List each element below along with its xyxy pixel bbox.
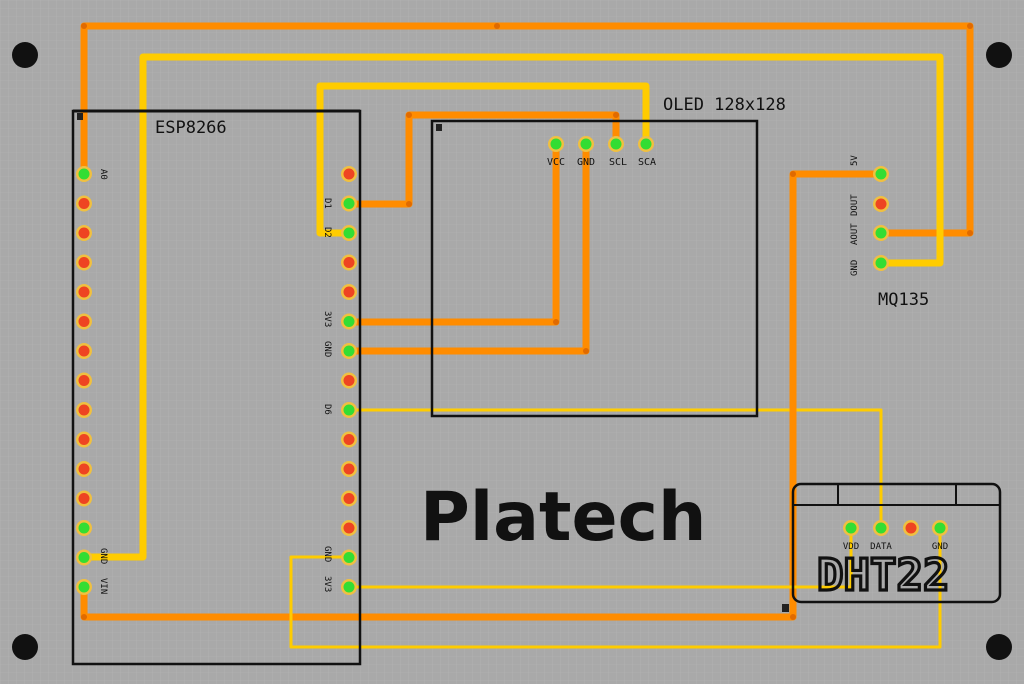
esp8266-right-pad[interactable] <box>341 520 357 536</box>
mounting-hole <box>12 42 38 68</box>
esp8266-right-header <box>341 166 357 595</box>
pin-label-d6: D6 <box>322 404 332 415</box>
trace-3v3-vdd[interactable] <box>347 526 853 589</box>
pin-label-data: DATA <box>870 542 892 552</box>
pin-label-5v: 5V <box>850 155 860 166</box>
oled-header <box>548 136 654 152</box>
pin-label-sca: SCA <box>638 157 656 168</box>
esp8266-left-pad[interactable] <box>76 520 92 536</box>
esp8266-left-pad[interactable] <box>76 549 92 566</box>
pin-label-gnd: GND <box>577 157 595 168</box>
esp8266-right-pad[interactable] <box>341 461 357 477</box>
esp8266-right-pad[interactable] <box>341 195 357 212</box>
mq135-pad[interactable] <box>873 225 889 241</box>
trace-gnd-dht-gnd[interactable] <box>289 526 942 649</box>
esp8266-module[interactable]: ESP8266 A0 GND VIN D1 D2 3V3 GND D6 GND … <box>71 109 362 666</box>
esp8266-left-pad[interactable] <box>76 490 92 507</box>
dht22-header <box>843 520 948 536</box>
esp8266-left-pad[interactable] <box>76 579 92 595</box>
mq135-pad[interactable] <box>873 166 889 182</box>
mounting-hole <box>986 42 1012 68</box>
oled-pad[interactable] <box>608 136 624 152</box>
esp8266-right-pad[interactable] <box>341 372 357 389</box>
esp8266-right-pad[interactable] <box>341 284 357 300</box>
lock-icon <box>782 604 789 612</box>
pin-label-gnd: GND <box>932 542 948 552</box>
esp8266-left-pad[interactable] <box>76 313 92 330</box>
oled-pad[interactable] <box>638 136 654 152</box>
oled-outline <box>430 119 759 418</box>
esp8266-left-pad[interactable] <box>76 225 92 241</box>
oled-module[interactable]: OLED 128x128 VCC GND SCL SCA <box>430 95 786 418</box>
pin-label-vdd: VDD <box>843 542 859 552</box>
esp8266-right-pad[interactable] <box>341 579 357 595</box>
dht22-pad[interactable] <box>932 520 948 536</box>
esp8266-title: ESP8266 <box>155 118 227 138</box>
pin-label-gnd: GND <box>322 341 332 357</box>
esp8266-left-header <box>76 166 92 595</box>
esp8266-right-pad[interactable] <box>341 225 357 241</box>
brand-logo-text: Platech <box>420 478 706 557</box>
mq135-pad[interactable] <box>873 196 889 212</box>
dht22-title: DHT22 <box>817 550 949 601</box>
mq135-title: MQ135 <box>878 290 929 310</box>
mounting-holes <box>12 42 1012 660</box>
dht22-pad[interactable] <box>903 520 919 536</box>
trace-bend-dots <box>81 23 973 620</box>
esp8266-left-pad[interactable] <box>76 284 92 300</box>
pin-label-vin: VIN <box>98 578 108 594</box>
oled-title: OLED 128x128 <box>663 95 786 115</box>
esp8266-right-pad[interactable] <box>341 431 357 448</box>
esp8266-left-pad[interactable] <box>76 195 92 212</box>
pin-label-a0: A0 <box>98 169 108 180</box>
pin-label-3v3: 3V3 <box>322 576 332 592</box>
esp8266-right-pad[interactable] <box>341 402 357 418</box>
pin-label-gnd: GND <box>322 546 332 562</box>
pin-label-dout: DOUT <box>850 194 860 216</box>
mounting-hole <box>986 634 1012 660</box>
esp8266-left-pad[interactable] <box>76 402 92 418</box>
oled-pad[interactable] <box>578 136 594 152</box>
pin-label-gnd: GND <box>98 548 108 564</box>
dht22-module[interactable]: VDD DATA GND DHT22 <box>782 482 1002 612</box>
esp8266-left-pad[interactable] <box>76 431 92 448</box>
dht22-outline <box>791 482 1002 604</box>
pin-label-3v3: 3V3 <box>322 311 332 327</box>
mq135-header <box>873 166 889 271</box>
mq135-module[interactable]: 5V DOUT AOUT GND MQ135 <box>850 155 929 310</box>
mounting-hole <box>12 634 38 660</box>
esp8266-left-pad[interactable] <box>76 254 92 271</box>
esp8266-right-pad[interactable] <box>341 166 357 182</box>
trace-gnd-mq135-gnd[interactable] <box>80 53 944 561</box>
esp8266-left-pad[interactable] <box>76 461 92 477</box>
esp8266-right-pad[interactable] <box>341 343 357 359</box>
mq135-pad[interactable] <box>873 255 889 271</box>
esp8266-right-pad[interactable] <box>341 313 357 330</box>
dht22-pad[interactable] <box>843 520 859 536</box>
pin-label-gnd: GND <box>850 260 860 276</box>
esp8266-right-pad[interactable] <box>341 549 357 566</box>
pin-label-scl: SCL <box>609 157 627 168</box>
pin-label-d1: D1 <box>322 198 332 209</box>
esp8266-left-pad[interactable] <box>76 372 92 389</box>
dht22-pad[interactable] <box>873 520 889 536</box>
pin-label-aout: AOUT <box>850 223 860 245</box>
trace-d2-sca[interactable] <box>316 82 650 237</box>
pin-label-vcc: VCC <box>547 157 565 168</box>
lock-icon <box>436 124 442 131</box>
trace-d6-data[interactable] <box>347 408 883 530</box>
lock-icon <box>77 113 83 120</box>
esp8266-left-pad[interactable] <box>76 343 92 359</box>
esp8266-left-pad[interactable] <box>76 166 92 182</box>
pin-label-d2: D2 <box>322 227 332 238</box>
esp8266-right-pad[interactable] <box>341 254 357 271</box>
oled-pad[interactable] <box>548 136 564 152</box>
esp8266-right-pad[interactable] <box>341 490 357 507</box>
